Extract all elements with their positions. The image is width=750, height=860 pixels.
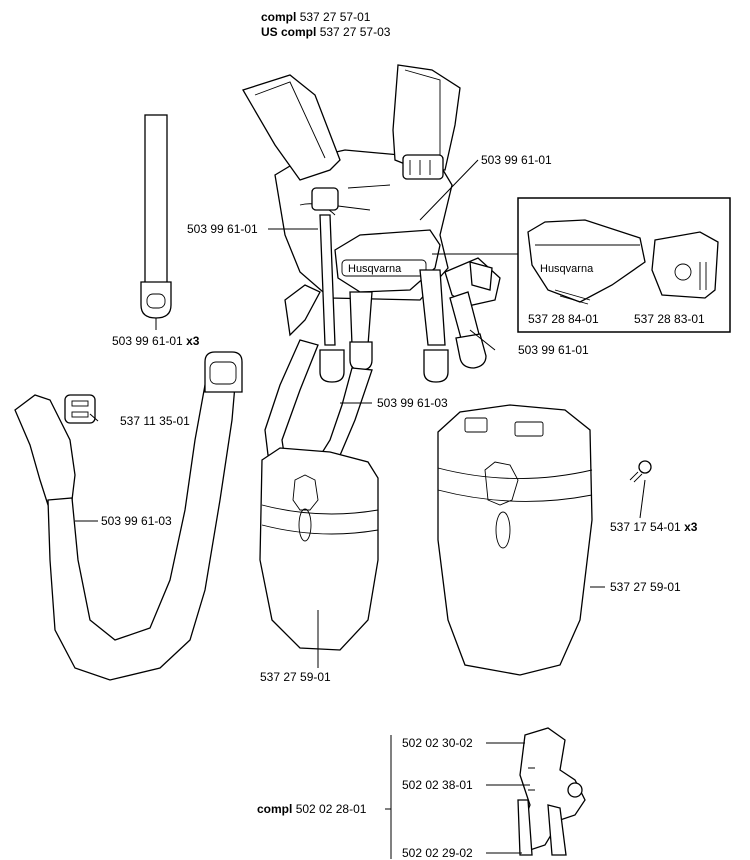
qty-strap-top-left: x3 (186, 334, 200, 348)
us-compl-number: 537 27 57-03 (319, 25, 391, 39)
label-hook-compl: compl 502 02 28-01 (257, 802, 367, 816)
harness-logo: Husqvarna (348, 263, 402, 275)
leader-lines (75, 159, 646, 859)
qty-screw: x3 (684, 520, 698, 534)
label-screw: 537 17 54-01 x3 (610, 520, 698, 534)
us-compl-prefix: US compl (261, 25, 317, 39)
label-inset-right: 537 28 83-01 (634, 312, 705, 326)
single-strap-part (140, 114, 172, 319)
label-hook-c: 502 02 29-02 (402, 846, 473, 860)
pad-left-part (259, 447, 379, 651)
hook-assembly-part (517, 727, 586, 856)
label-left-strap: 503 99 61-03 (101, 514, 172, 528)
compl-header-line: compl 537 27 57-01 (261, 10, 370, 24)
label-inset-left: 537 28 84-01 (528, 312, 599, 326)
label-buckle: 537 11 35-01 (120, 414, 190, 428)
harness-part: Husqvarna (242, 64, 501, 383)
label-pad-right: 537 27 59-01 (610, 580, 681, 594)
left-strap-part (14, 351, 243, 681)
label-pad-left: 537 27 59-01 (260, 670, 331, 684)
label-strap-top-left: 503 99 61-01 x3 (112, 334, 200, 348)
compl-number: 537 27 57-01 (299, 10, 371, 24)
label-harness-left: 503 99 61-01 (187, 222, 258, 236)
inset-logo: Husqvarna (540, 263, 594, 275)
inset-box: Husqvarna (517, 197, 731, 333)
us-compl-header-line: US compl 537 27 57-03 (261, 25, 390, 39)
label-hook-a: 502 02 30-02 (402, 736, 473, 750)
screw-part (629, 460, 652, 483)
label-harness-right-top: 503 99 61-01 (481, 153, 552, 167)
label-hook-b: 502 02 38-01 (402, 778, 473, 792)
label-center-strap: 503 99 61-03 (377, 396, 448, 410)
label-harness-right-bottom: 503 99 61-01 (518, 343, 589, 357)
pad-right-part (437, 404, 593, 676)
compl-prefix: compl (261, 10, 297, 24)
hook-compl-prefix: compl (257, 802, 293, 816)
